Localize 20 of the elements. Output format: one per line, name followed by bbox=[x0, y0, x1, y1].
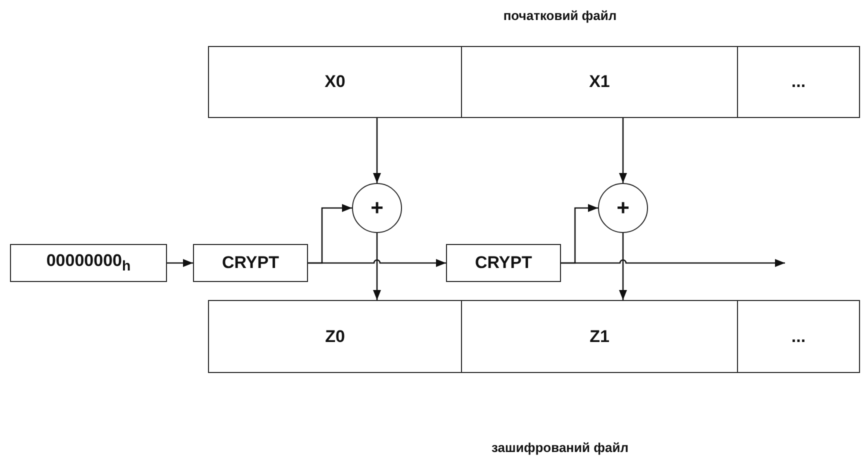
arrow bbox=[619, 118, 627, 183]
data-cell: X0 bbox=[208, 46, 462, 118]
file-caption: початковий файл bbox=[503, 8, 617, 23]
data-cell: Z0 bbox=[208, 300, 462, 373]
arrow bbox=[308, 259, 446, 267]
arrow bbox=[619, 233, 627, 300]
process-box: CRYPT bbox=[446, 244, 561, 282]
data-cell: ... bbox=[737, 46, 860, 118]
adder-circle: + bbox=[598, 183, 648, 233]
arrow bbox=[373, 233, 381, 300]
file-caption: зашифрований файл bbox=[492, 440, 628, 455]
data-cell: X1 bbox=[461, 46, 738, 118]
process-box: CRYPT bbox=[193, 244, 308, 282]
process-box: 00000000$_{h}$ bbox=[10, 244, 167, 282]
adder-circle: + bbox=[352, 183, 402, 233]
arrow bbox=[167, 259, 193, 267]
data-cell: ... bbox=[737, 300, 860, 373]
arrow bbox=[561, 259, 785, 267]
arrow bbox=[373, 118, 381, 183]
data-cell: Z1 bbox=[461, 300, 738, 373]
